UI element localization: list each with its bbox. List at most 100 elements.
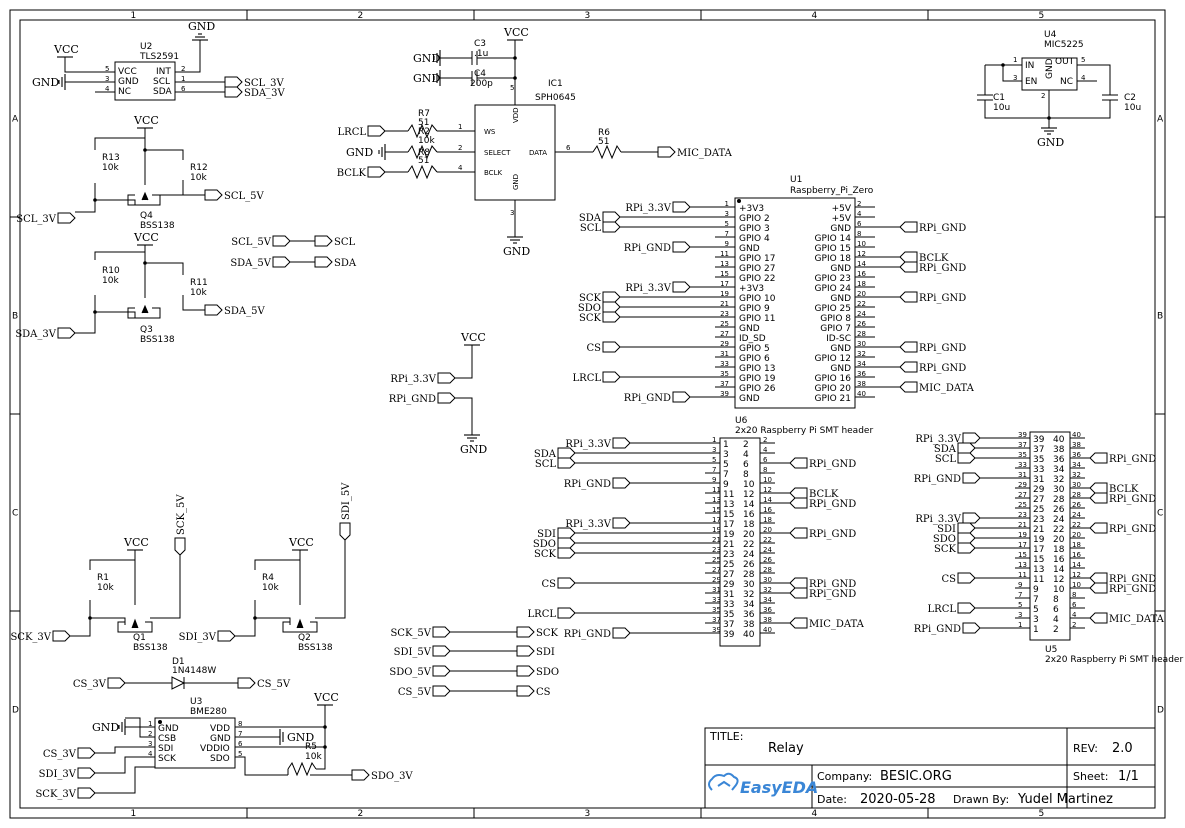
u6-pin-num: 37 [723, 620, 734, 630]
frame-col-bottom: 4 [812, 809, 818, 819]
u5-net-right: RPi_GND [1109, 494, 1156, 505]
u1-pin-num: 23 [720, 310, 729, 318]
u1-pin-right: GPIO 20 [815, 384, 852, 394]
sheet-label: Sheet: [1073, 770, 1109, 783]
u1-pin-num: 24 [857, 310, 866, 318]
vcc-label: VCC [133, 114, 159, 127]
svg-text:51: 51 [418, 156, 429, 166]
u6-pin-num: 7 [723, 470, 729, 480]
u2-light-sensor: U2 TLS2591 VCC GND NC INT SCL SDA 5 3 4 … [64, 40, 225, 101]
u1-net-right-flag [899, 381, 918, 393]
frame-row-right: D [1157, 706, 1164, 716]
u1-pin-num: 26 [857, 320, 866, 328]
title-block: TITLE: Relay REV: 2.0 Company: BESIC.ORG… [704, 727, 1156, 809]
u5-pin-num: 15 [1018, 551, 1027, 559]
gnd-label: GND [1037, 136, 1064, 149]
u6-header [719, 437, 761, 647]
u6-pin-num: 10 [763, 476, 772, 484]
svg-text:DATA: DATA [529, 149, 547, 157]
sdi-5v-label: SDI_5V [341, 482, 352, 520]
title-label: TITLE: [709, 730, 743, 743]
frame-col-top: 3 [585, 11, 591, 21]
u1-net-left: SCL [580, 223, 602, 234]
company-value: BESIC.ORG [880, 769, 952, 784]
sck-3v-label-flag [52, 630, 71, 642]
sda-3v-label-flag [57, 327, 76, 339]
u5-pin-num: 19 [1033, 535, 1045, 545]
u5-net-left-flag [962, 512, 981, 524]
u6-net-right: MIC_DATA [809, 619, 865, 630]
u6-pin-num: 23 [712, 546, 721, 554]
u1-net-right: RPi_GND [919, 223, 966, 234]
u1-pin-num: 10 [857, 240, 866, 248]
u1-pin-num: 8 [857, 230, 861, 238]
u5-pin-num: 40 [1072, 431, 1081, 439]
u1-pin-num: 4 [857, 210, 862, 218]
u6-pin-num: 11 [723, 490, 734, 500]
svg-text:SELECT: SELECT [484, 149, 511, 157]
u1-net-left-flag [602, 301, 621, 313]
sdo-label: SDO [536, 667, 559, 678]
svg-text:1: 1 [1013, 56, 1017, 64]
u5-pin-num: 2 [1072, 621, 1076, 629]
u1-pin-left: +3V3 [739, 204, 764, 214]
bclk-label: BCLK [337, 168, 367, 179]
easyeda-logo-icon [708, 772, 739, 791]
scl-3v-label-flag [57, 212, 76, 224]
u1-net-left-flag [602, 211, 621, 223]
u5-pin-num: 22 [1072, 521, 1081, 529]
u6-pin-num: 27 [712, 566, 721, 574]
svg-text:Q4: Q4 [140, 211, 153, 221]
lrcl-label: LRCL [338, 127, 367, 138]
sdi-3v-label-flag [217, 630, 236, 642]
u6-pin-num: 22 [743, 540, 754, 550]
u5-pin-num: 38 [1072, 441, 1081, 449]
u1-pin-left: GPIO 26 [739, 384, 776, 394]
u5-net-right-flag [1089, 612, 1108, 624]
frame-col-bottom: 5 [1039, 809, 1045, 819]
sck-3v-label: SCK_3V [10, 632, 51, 643]
u5-pin-num: 26 [1072, 501, 1081, 509]
gnd-symbol [433, 50, 441, 66]
svg-text:10k: 10k [305, 752, 322, 762]
scl-5v-label-flag [272, 235, 291, 247]
u1-pin-num: 39 [720, 390, 729, 398]
svg-text:GND: GND [1045, 58, 1055, 79]
svg-text:6: 6 [238, 740, 243, 748]
sheet-frame [9, 9, 1166, 819]
u5-pin-num: 6 [1072, 601, 1077, 609]
svg-text:C1: C1 [993, 93, 1005, 103]
u5-pin-num: 32 [1053, 475, 1064, 485]
u6-pin-num: 21 [723, 540, 734, 550]
scl-5v-label: SCL_5V [231, 237, 272, 248]
frame-row-left: D [12, 706, 19, 716]
u1-net-left-flag [602, 371, 621, 383]
u6-pin-num: 7 [712, 466, 716, 474]
u6-pin-num: 39 [712, 626, 721, 634]
u1-net-left: SDO [578, 303, 601, 314]
u1-pin-left: GPIO 6 [739, 354, 770, 364]
company-label: Company: [817, 770, 872, 783]
r8-ref: R8 [418, 148, 430, 158]
svg-text:U1: U1 [790, 175, 802, 185]
sdi-3v-label: SDI_3V [179, 632, 217, 643]
svg-text:1: 1 [148, 720, 152, 728]
u1-pin-num: 2 [857, 200, 861, 208]
u6-pin-num: 28 [743, 570, 755, 580]
gnd-label: GND [460, 443, 487, 456]
u5-pin-num: 30 [1053, 485, 1065, 495]
sdi-5v-label-flag [432, 645, 451, 657]
u1-net-right-flag [899, 291, 918, 303]
u6-pin-num: 15 [712, 506, 721, 514]
u6-pin-num: 25 [712, 556, 721, 564]
svg-text:4: 4 [1081, 74, 1086, 82]
u1-net-right: RPi_GND [919, 263, 966, 274]
u1-pin-right: GPIO 15 [815, 244, 851, 254]
u1-net-right: BCLK [919, 253, 949, 264]
svg-text:10k: 10k [102, 163, 119, 173]
svg-text:Q3: Q3 [140, 325, 153, 335]
u6-pin-num: 3 [723, 450, 729, 460]
u6-pin-num: 13 [712, 496, 721, 504]
